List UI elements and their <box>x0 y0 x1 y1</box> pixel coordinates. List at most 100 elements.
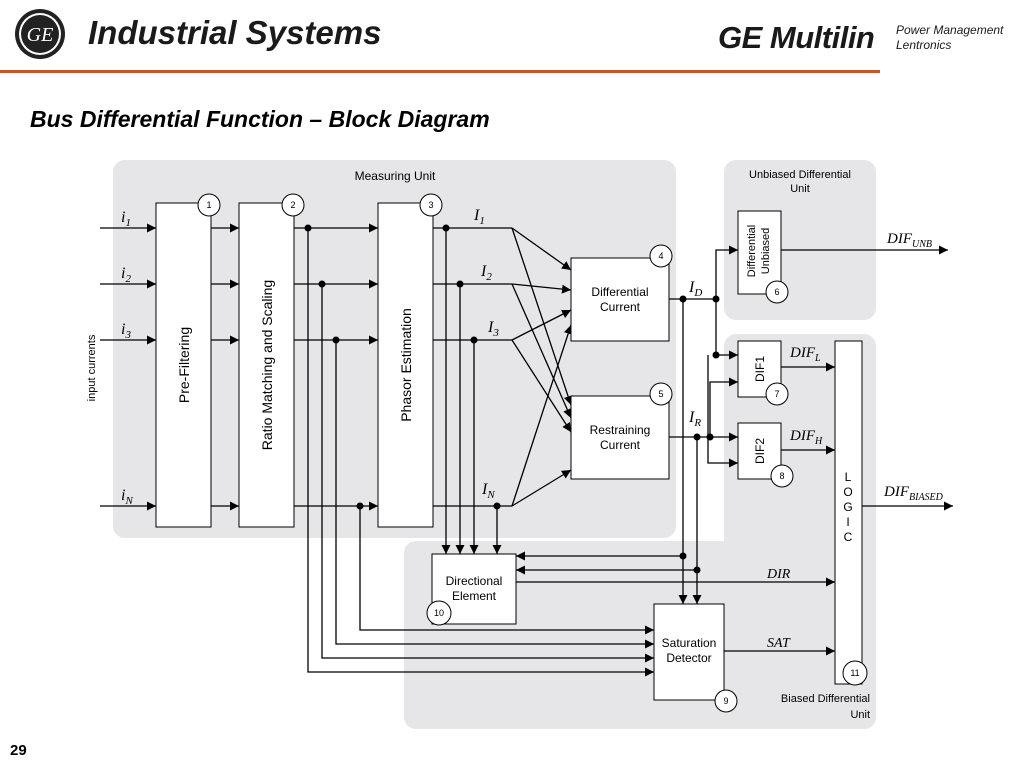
logic-block <box>834 340 863 685</box>
logic-letter-1: L <box>845 470 852 484</box>
restraining-current-block <box>570 395 670 480</box>
input-label-2: i2 <box>121 265 131 285</box>
directional-element-label-1: Directional <box>446 574 503 588</box>
measuring-unit-label: Measuring Unit <box>355 169 436 183</box>
id-to-dif2 <box>707 355 738 468</box>
ge-logo: GE <box>15 9 65 59</box>
brand-name: GE Multilin <box>718 20 875 55</box>
dif1-label: DIF1 <box>753 356 767 382</box>
junction-id-dir <box>679 552 687 560</box>
saturation-detector-label-1: Saturation <box>662 636 717 650</box>
junction-ir-2 <box>706 433 714 441</box>
logic-letter-3: G <box>843 500 852 514</box>
block-number-7: 7 <box>765 382 789 406</box>
fan-i2-rest <box>511 283 572 419</box>
input-label-n: iN <box>121 487 133 507</box>
junction-r1 <box>304 224 312 232</box>
pre-filtering-block <box>155 202 212 528</box>
fan-i2-diff <box>511 283 572 294</box>
fan-i3-diff <box>511 309 572 341</box>
dif-l-label: DIFL <box>789 345 821 364</box>
phasor-label-3: I3 <box>487 319 499 339</box>
sat-label: SAT <box>767 636 791 651</box>
svg-text:9: 9 <box>723 696 728 706</box>
dif-h-label: DIFH <box>789 428 823 447</box>
page-number: 29 <box>10 742 27 759</box>
junction-rn <box>356 502 364 510</box>
fan-in-rest <box>511 469 572 507</box>
svg-text:GE: GE <box>27 24 54 46</box>
restraining-current-label-2: Current <box>600 438 641 452</box>
directional-element-label-2: Element <box>452 589 497 603</box>
junction-ir-dir <box>693 566 701 574</box>
saturation-detector-label-2: Detector <box>666 651 711 665</box>
dir-label: DIR <box>766 567 791 582</box>
phasor-estimation-block <box>377 202 434 528</box>
junction-id-1 <box>679 295 687 303</box>
block-number-2: 2 <box>281 193 305 217</box>
block-number-10: 10 <box>426 600 452 626</box>
input-label-1: i1 <box>121 209 131 229</box>
svg-text:10: 10 <box>434 608 444 618</box>
dif-biased-label: DIFBIASED <box>883 484 944 503</box>
restraining-current-label-1: Restraining <box>590 423 651 437</box>
saturation-detector-block <box>653 603 725 701</box>
junction-p2 <box>456 280 464 288</box>
junction-id-2 <box>712 295 720 303</box>
differential-unbiased-label-2: Unbiased <box>760 228 772 274</box>
pre-filtering-label: Pre-Filtering <box>176 327 192 403</box>
dif2-label: DIF2 <box>753 438 767 464</box>
tap-r1-sat <box>307 228 654 677</box>
logic-letter-4: I <box>846 515 849 529</box>
block-number-1: 1 <box>197 193 221 217</box>
block-number-6: 6 <box>765 280 789 304</box>
junction-pn <box>493 502 501 510</box>
page-title: Industrial Systems <box>88 14 382 51</box>
unbiased-unit-label-2: Unit <box>790 183 810 195</box>
biased-unit-region-bottom <box>404 541 876 729</box>
input-currents-label: input currents <box>86 334 98 401</box>
junction-ir-1 <box>693 433 701 441</box>
fan-i1-rest <box>511 227 573 406</box>
junction-r3 <box>332 336 340 344</box>
block-number-9: 9 <box>714 689 738 713</box>
ratio-matching-block <box>238 202 295 528</box>
phasor-label-n: IN <box>481 481 495 501</box>
fan-in-diff <box>511 324 573 507</box>
ir-label: IR <box>688 409 701 429</box>
logic-letter-2: O <box>843 485 852 499</box>
svg-text:4: 4 <box>658 251 663 261</box>
block-number-4: 4 <box>649 244 673 268</box>
brand-subtitle: Power Management Lentronics <box>896 23 1003 53</box>
brand-sub-line-1: Power Management <box>896 23 1004 37</box>
differential-current-block <box>570 257 670 342</box>
header-rule <box>0 70 880 73</box>
svg-text:3: 3 <box>428 200 433 210</box>
fan-i1-diff <box>511 227 572 271</box>
ratio-matching-label: Ratio Matching and Scaling <box>259 280 275 450</box>
phasor-estimation-label: Phasor Estimation <box>398 308 414 422</box>
block-number-8: 8 <box>770 464 794 488</box>
block-number-11: 11 <box>842 660 868 686</box>
id-label: ID <box>688 279 702 299</box>
differential-current-label-2: Current <box>600 300 641 314</box>
block-number-3: 3 <box>419 193 443 217</box>
unbiased-unit-label-1: Unbiased Differential <box>749 169 851 181</box>
junction-p3 <box>470 336 478 344</box>
svg-text:11: 11 <box>850 668 859 678</box>
tap-r2-sat <box>321 284 654 663</box>
differential-current-label-1: Differential <box>591 285 648 299</box>
svg-text:8: 8 <box>779 471 784 481</box>
dif-unb-label: DIFUNB <box>886 231 932 250</box>
svg-text:1: 1 <box>206 200 211 210</box>
tap-rn-sat <box>359 506 654 635</box>
phasor-label-1: I1 <box>473 207 485 227</box>
logic-letter-5: C <box>844 530 853 544</box>
phasor-label-2: I2 <box>480 263 492 283</box>
slide-subtitle: Bus Differential Function – Block Diagra… <box>30 106 490 132</box>
svg-text:7: 7 <box>774 389 779 399</box>
svg-text:5: 5 <box>658 389 663 399</box>
tap-r3-sat <box>335 340 654 649</box>
ir-to-dif1 <box>709 377 738 437</box>
